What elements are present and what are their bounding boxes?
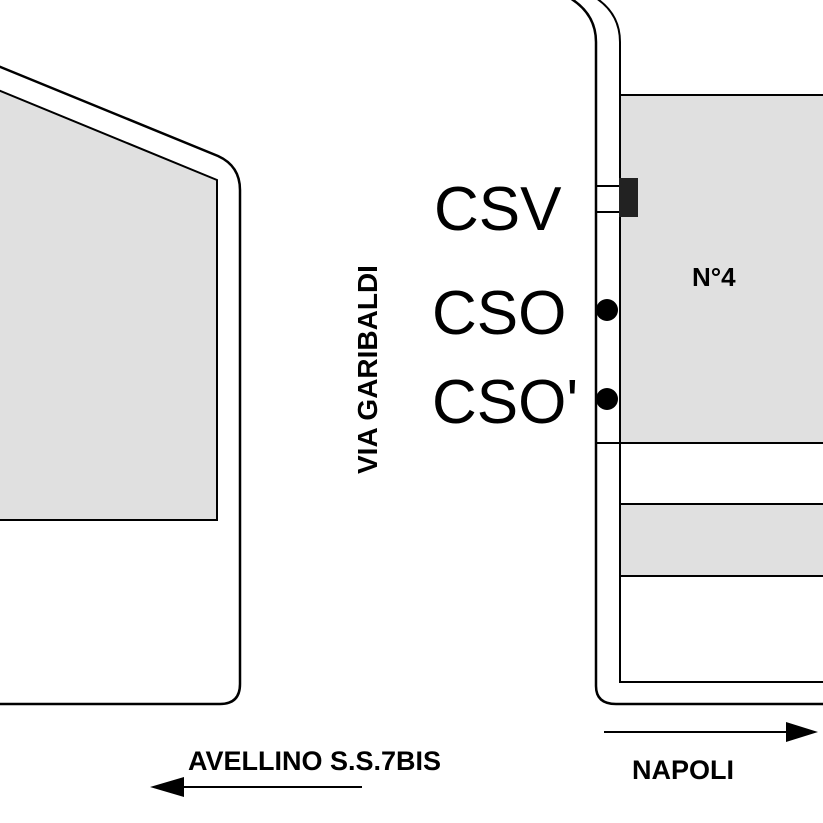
cso-prime-marker	[596, 388, 618, 410]
csv-marker	[619, 178, 638, 217]
street-name-label: VIA GARIBALDI	[352, 265, 383, 474]
left-building	[0, 89, 218, 521]
csv-label: CSV	[434, 175, 562, 244]
cso-marker	[596, 299, 618, 321]
building-number-label: N°4	[692, 262, 736, 292]
direction-right-label: NAPOLI	[632, 755, 734, 785]
left-sidewalk-outline	[0, 65, 242, 706]
direction-left-label: AVELLINO S.S.7BIS	[188, 746, 441, 776]
right-arrow-head	[786, 722, 818, 742]
left-arrow-head	[150, 777, 184, 797]
right-inner-boundary	[597, 0, 823, 683]
cso-label: CSO	[432, 279, 566, 348]
cso-prime-label: CSO'	[432, 368, 578, 437]
right-sidewalk-outline	[570, 0, 823, 706]
lower-right-building	[619, 503, 823, 577]
building-n4	[619, 94, 823, 444]
